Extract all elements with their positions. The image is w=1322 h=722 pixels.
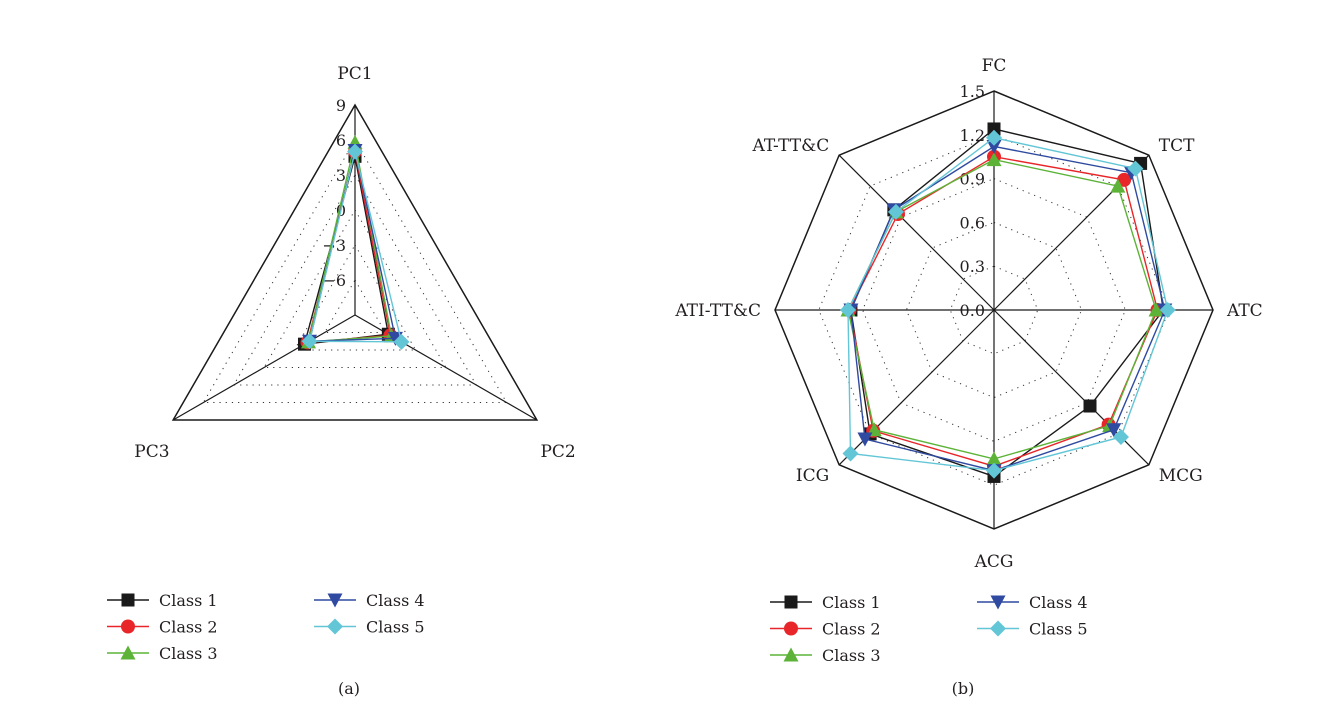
legend-marker-class-1 bbox=[784, 595, 798, 609]
tick-label-1: 1.2 bbox=[960, 126, 985, 145]
point-class-3-fc bbox=[986, 152, 1002, 167]
tick-label-2: 3 bbox=[336, 166, 346, 185]
tick-label-4: −3 bbox=[322, 236, 346, 255]
point-class-5-at-tt-c bbox=[887, 203, 904, 220]
legend: Class 1 Class 2 Class 3 Class 4 Class 5 bbox=[770, 593, 1088, 665]
series-class-5 bbox=[840, 129, 1176, 479]
legend-marker-class-4 bbox=[327, 593, 343, 608]
axis-label-fc: FC bbox=[982, 56, 1007, 76]
legend-label-class-2: Class 2 bbox=[159, 618, 218, 637]
figure-caption: (b) bbox=[952, 679, 975, 698]
legend-label-class-4: Class 4 bbox=[1029, 593, 1088, 612]
legend-item-class-4: Class 4 bbox=[977, 593, 1088, 612]
tick-label-5: 0.0 bbox=[960, 301, 985, 320]
point-class-5-ati-tt-c bbox=[840, 302, 856, 318]
point-class-5-acg bbox=[986, 462, 1002, 479]
point-class-5-atc bbox=[1159, 302, 1176, 318]
point-class-5-pc1 bbox=[347, 143, 363, 160]
grid-ring-3 bbox=[905, 221, 1083, 399]
legend-marker-class-3 bbox=[783, 647, 799, 662]
tick-label-4: 0.3 bbox=[960, 257, 985, 276]
legend-item-class-4: Class 4 bbox=[314, 591, 425, 610]
legend-label-class-4: Class 4 bbox=[366, 591, 425, 610]
tick-label-0: 9 bbox=[336, 96, 346, 115]
point-class-5-icg bbox=[842, 445, 859, 462]
series-class-5 bbox=[301, 143, 410, 350]
point-class-5-pc2 bbox=[393, 333, 410, 350]
legend-label-class-3: Class 3 bbox=[159, 644, 218, 663]
legend-marker-class-3 bbox=[120, 645, 136, 660]
tick-label-5: −6 bbox=[322, 271, 346, 290]
tick-label-0: 1.5 bbox=[960, 82, 985, 101]
point-class-1-mcg bbox=[1083, 399, 1097, 413]
tick-label-1: 6 bbox=[336, 131, 346, 150]
legend-item-class-1: Class 1 bbox=[770, 593, 881, 612]
legend-item-class-2: Class 2 bbox=[107, 618, 218, 637]
axis-label-pc1: PC1 bbox=[337, 64, 372, 84]
axis-label-pc3: PC3 bbox=[134, 442, 169, 462]
point-class-5-tct bbox=[1127, 160, 1144, 177]
series-line-class-5 bbox=[308, 151, 403, 343]
legend-label-class-3: Class 3 bbox=[822, 646, 881, 665]
point-class-5-fc bbox=[986, 129, 1002, 146]
legend-label-class-5: Class 5 bbox=[366, 618, 425, 637]
axis-label-tct: TCT bbox=[1159, 136, 1195, 156]
point-class-4-icg bbox=[857, 432, 873, 447]
legend-marker-class-5 bbox=[990, 620, 1006, 637]
legend-marker-class-4 bbox=[990, 595, 1006, 610]
point-class-4-mcg bbox=[1106, 423, 1122, 438]
legend-item-class-5: Class 5 bbox=[314, 618, 425, 637]
legend-marker-class-2 bbox=[121, 619, 135, 634]
legend-item-class-3: Class 3 bbox=[107, 644, 218, 663]
spoke-at-tt-c bbox=[838, 154, 995, 311]
point-class-3-tct bbox=[1110, 178, 1126, 193]
point-class-5-mcg bbox=[1112, 428, 1129, 445]
grid-ring-1 bbox=[818, 134, 1170, 486]
figure-caption: (a) bbox=[338, 679, 360, 698]
tick-label-2: 0.9 bbox=[960, 170, 985, 189]
radar-frame bbox=[171, 103, 539, 421]
series-line-class-3 bbox=[307, 142, 393, 343]
legend-marker-class-1 bbox=[121, 593, 135, 607]
point-class-2-tct bbox=[1117, 172, 1132, 187]
legend-marker-class-5 bbox=[327, 618, 343, 635]
axis-label-mcg: MCG bbox=[1159, 466, 1203, 486]
axis-label-at-tt-c: AT-TT&C bbox=[751, 136, 829, 156]
tick-label-3: 0.6 bbox=[960, 213, 985, 232]
point-class-5-pc3 bbox=[301, 333, 318, 350]
legend-item-class-1: Class 1 bbox=[107, 591, 218, 610]
legend-label-class-1: Class 1 bbox=[159, 591, 218, 610]
axis-label-pc2: PC2 bbox=[540, 442, 575, 462]
legend-item-class-2: Class 2 bbox=[770, 620, 881, 639]
series-class-3 bbox=[840, 152, 1164, 466]
legend-marker-class-2 bbox=[784, 621, 798, 636]
point-class-3-atc bbox=[1148, 302, 1164, 317]
legend-item-class-5: Class 5 bbox=[977, 620, 1088, 639]
legend-item-class-3: Class 3 bbox=[770, 646, 881, 665]
spoke-pc3 bbox=[172, 314, 356, 421]
legend-label-class-2: Class 2 bbox=[822, 620, 881, 639]
axis-label-acg: ACG bbox=[974, 552, 1014, 572]
legend: Class 1 Class 2 Class 3 Class 4 Class 5 bbox=[107, 591, 425, 663]
point-class-3-acg bbox=[986, 451, 1002, 466]
radar-chart-b: 1.5 1.2 0.9 0.6 0.3 0.0 FC TCT ATC MCG ACG ICG ATI-T… bbox=[674, 56, 1262, 698]
point-class-1-fc bbox=[987, 122, 1001, 136]
legend-label-class-5: Class 5 bbox=[1029, 620, 1088, 639]
point-class-4-pc2 bbox=[387, 331, 403, 346]
legend-label-class-1: Class 1 bbox=[822, 593, 881, 612]
axis-label-atc: ATC bbox=[1226, 301, 1263, 321]
series-line-class-4 bbox=[850, 145, 1166, 472]
axis-label-ati-tt-c: ATI-TT&C bbox=[674, 301, 761, 321]
axis-label-icg: ICG bbox=[796, 466, 829, 486]
point-class-4-fc bbox=[986, 139, 1002, 154]
grid-ring-2 bbox=[862, 178, 1126, 442]
grid-ring-4 bbox=[949, 265, 1039, 355]
